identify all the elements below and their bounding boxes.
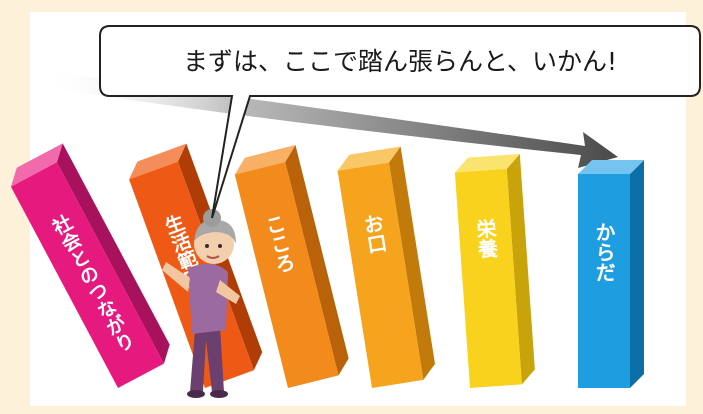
domino-top bbox=[129, 143, 187, 180]
domino-side bbox=[506, 153, 535, 385]
domino-label: 栄養 bbox=[472, 216, 499, 260]
speech-bubble-text: まずは、ここで踏ん張らんと、いかん! bbox=[183, 47, 617, 76]
elderly-woman-icon bbox=[162, 209, 240, 398]
domino-top bbox=[337, 146, 401, 171]
domino-top bbox=[234, 144, 296, 175]
domino-side bbox=[630, 160, 644, 388]
domino-side bbox=[285, 144, 349, 376]
domino-face bbox=[578, 174, 630, 388]
domino-6: からだ bbox=[578, 160, 644, 388]
domino-side bbox=[56, 143, 170, 364]
domino-4: お口 bbox=[337, 146, 435, 388]
domino-face bbox=[10, 162, 164, 388]
domino-face bbox=[234, 161, 339, 388]
domino-top bbox=[454, 153, 520, 173]
domino-top bbox=[10, 143, 63, 187]
domino-top bbox=[578, 160, 644, 174]
domino-1: 社会とのつながり bbox=[10, 143, 170, 388]
domino-label: からだ bbox=[592, 222, 616, 282]
domino-face bbox=[337, 162, 424, 388]
domino-side bbox=[388, 146, 435, 380]
speech-bubble: まずは、ここで踏ん張らんと、いかん! bbox=[99, 25, 701, 219]
domino-3: こころ bbox=[234, 144, 349, 388]
domino-face bbox=[454, 168, 522, 389]
domino-5: 栄養 bbox=[454, 153, 535, 389]
